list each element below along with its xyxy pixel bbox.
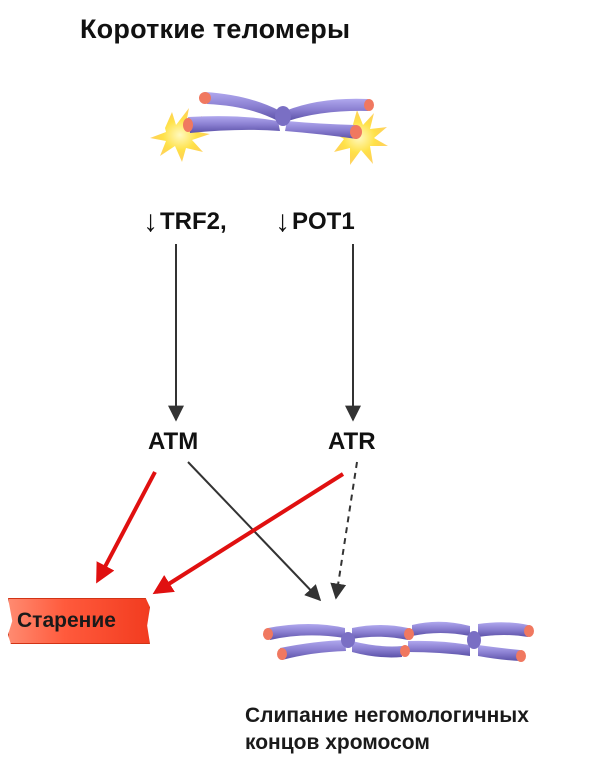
fused-arm xyxy=(478,645,520,661)
fused-chromosomes xyxy=(263,621,534,662)
trf2-label: ↓TRF2, xyxy=(143,205,227,239)
centromere xyxy=(341,632,355,648)
telomere-cap xyxy=(263,628,273,640)
atm-label: ATM xyxy=(148,428,199,455)
chromosome-fusion-caption: Слипание негомологичных концов хромосом xyxy=(245,702,529,756)
chromosome-arm-upper-right xyxy=(285,98,368,121)
telomere-cap xyxy=(277,648,287,660)
fused-arm xyxy=(268,624,345,640)
damage-burst-left xyxy=(150,108,210,162)
arrow-atr-to-fusion-dashed xyxy=(330,461,358,600)
centromere xyxy=(467,631,481,649)
fused-arm xyxy=(352,625,408,640)
diagram-title: Короткие теломеры xyxy=(80,14,351,44)
fused-arm xyxy=(478,622,528,637)
telomere-cap xyxy=(516,650,526,662)
chromosome-arm-lower-left xyxy=(188,116,280,133)
fused-arm xyxy=(408,640,470,656)
telomere-cap xyxy=(350,125,362,139)
down-arrow-icon: ↓ xyxy=(143,205,158,238)
telomere-cap xyxy=(364,99,374,111)
telomere-cap xyxy=(183,118,193,132)
short-telomere-chromosome xyxy=(150,92,388,165)
fused-arm xyxy=(412,621,470,636)
caption-line-1: Слипание негомологичных xyxy=(245,704,529,727)
telomere-cap xyxy=(524,625,534,637)
senescence-label: Старение xyxy=(17,609,116,632)
pot1-text: POT1 xyxy=(292,208,355,235)
arrow-atr-to-senescence xyxy=(152,472,345,595)
down-arrow-icon: ↓ xyxy=(275,205,290,238)
caption-line-2: концов хромосом xyxy=(245,731,430,754)
telomere-cap xyxy=(199,92,211,104)
senescence-box: Старение xyxy=(8,598,150,644)
telomere-fusion-point xyxy=(404,628,414,640)
chromosome-arm-upper-left xyxy=(205,92,280,121)
fused-arm xyxy=(352,641,402,658)
pot1-label: ↓POT1 xyxy=(275,205,355,239)
fused-arm xyxy=(280,640,346,660)
telomere-fusion-point xyxy=(400,645,410,657)
trf2-text: TRF2, xyxy=(160,208,227,235)
chromosome-arm-lower-right xyxy=(285,121,357,139)
centromere xyxy=(275,106,291,126)
atr-label: ATR xyxy=(328,428,376,455)
arrow-atm-to-senescence xyxy=(96,471,157,584)
